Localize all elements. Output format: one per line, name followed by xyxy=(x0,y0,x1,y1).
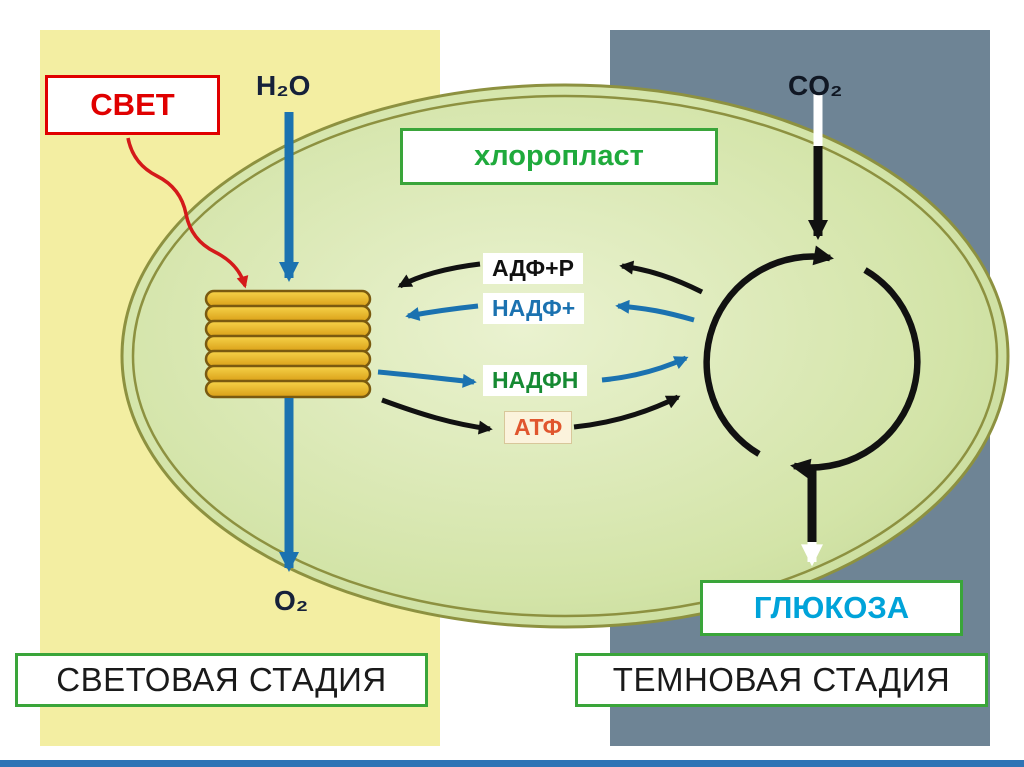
adp-to-thylakoid-arrow xyxy=(397,261,481,289)
glucose-label-box: ГЛЮКОЗА xyxy=(700,580,963,636)
light-ray-wavy-arrow xyxy=(126,137,249,289)
light-stage-label-box: СВЕТОВАЯ СТАДИЯ xyxy=(15,653,428,707)
bottom-accent-line xyxy=(0,760,1024,767)
nadph-label: НАДФН xyxy=(483,365,588,397)
light-label-box: СВЕТ xyxy=(45,75,220,135)
nadp-label: НАДФ+ xyxy=(483,293,585,325)
nadph-to-cycle-arrow xyxy=(601,355,689,383)
atp-label: АТФ xyxy=(504,411,573,445)
chloroplast-inner-membrane xyxy=(131,94,999,618)
chloroplast-outer-membrane xyxy=(120,83,1010,629)
thylakoid-stack xyxy=(204,289,372,399)
dark-stage-label-box: ТЕМНОВАЯ СТАДИЯ xyxy=(575,653,988,707)
calvin-cycle-circle xyxy=(703,245,921,479)
co2-label: CO₂ xyxy=(788,70,843,101)
thylakoid-to-nadph-arrow xyxy=(377,369,477,388)
atp-to-cycle-arrow xyxy=(573,394,681,430)
cycle-to-adp-arrow xyxy=(619,260,704,295)
o2-label: O₂ xyxy=(274,585,309,616)
h2o-label: H₂O xyxy=(256,70,311,101)
nadp-to-thylakoid-arrow xyxy=(405,303,479,321)
chloroplast-label-box: хлоропласт xyxy=(400,128,718,185)
cycle-to-nadp-arrow xyxy=(615,299,695,323)
thylakoid-to-atp-arrow xyxy=(381,397,493,435)
adp-label: АДФ+Р xyxy=(483,253,583,285)
